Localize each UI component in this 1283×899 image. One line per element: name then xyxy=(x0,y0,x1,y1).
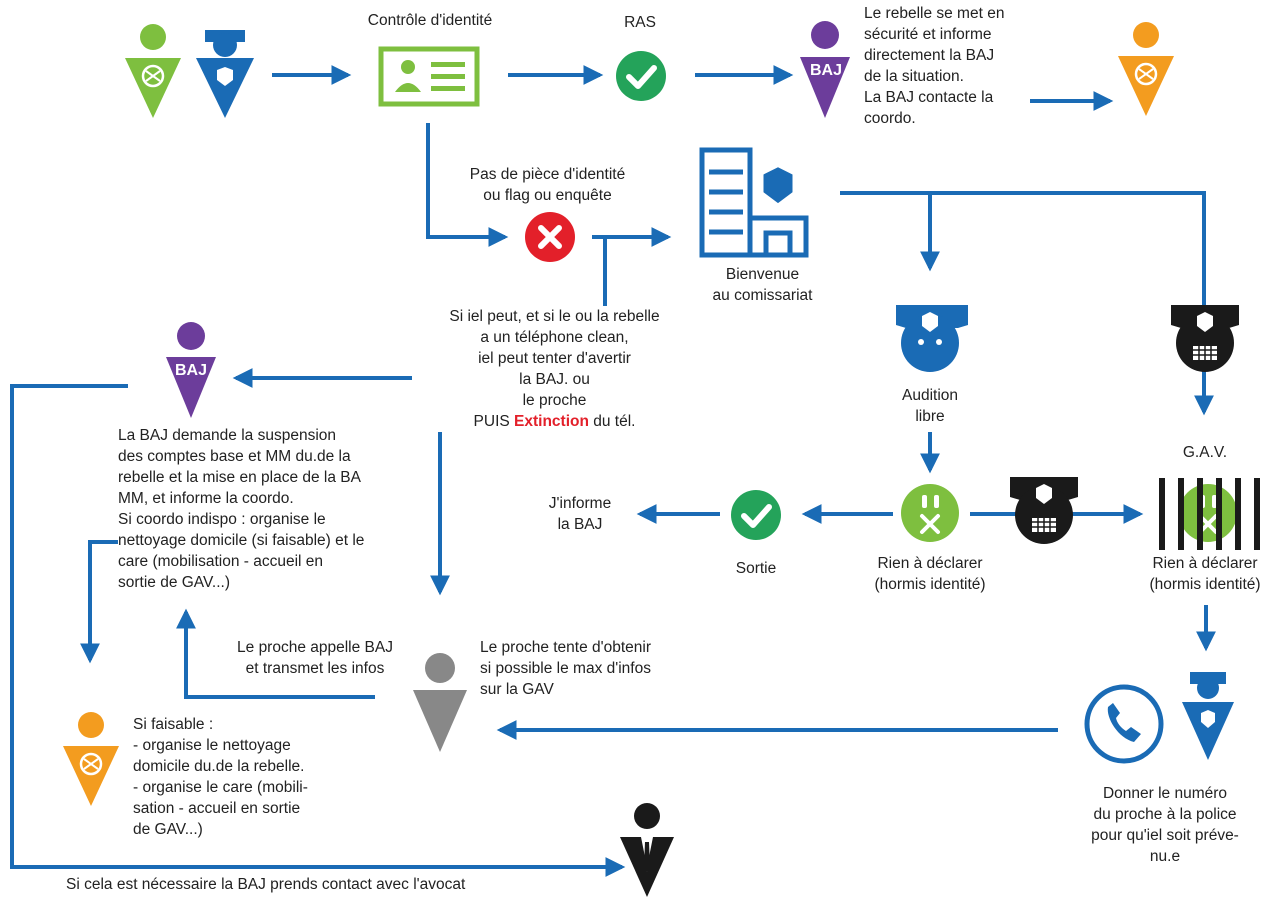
label-proche-tente: Le proche tente d'obtenir si possible le… xyxy=(480,639,651,698)
jailed-rebel-icon xyxy=(1159,478,1260,550)
label-ras: RAS xyxy=(624,14,656,31)
coordo-orange-icon xyxy=(1118,22,1174,116)
label-proche-appelle: Le proche appelle BAJ et transmet les in… xyxy=(237,639,393,677)
rebel-green-icon xyxy=(125,24,181,118)
proche-person-icon xyxy=(413,653,467,752)
police-officer-icon xyxy=(196,30,254,118)
cross-icon xyxy=(525,212,575,262)
check-icon xyxy=(616,51,666,101)
label-audition: Audition libre xyxy=(901,387,958,425)
arrow-baj-to-avocat xyxy=(10,384,626,877)
baj-badge: BAJ xyxy=(174,362,207,379)
lawyer-icon xyxy=(620,803,674,897)
label-si-iel-peut: Si iel peut, et si le ou la rebelle a un… xyxy=(412,306,697,432)
coordo-orange-icon xyxy=(63,712,119,806)
label-rebelle-informe: Le rebelle se met en sécurité et informe… xyxy=(864,5,1005,127)
label-controle: Contrôle d'identité xyxy=(367,12,493,29)
label-rien-2: Rien à déclarer (hormis identité) xyxy=(1130,553,1280,595)
police-station-icon xyxy=(699,147,809,258)
id-card-icon xyxy=(378,46,480,107)
label-rien-1: Rien à déclarer (hormis identité) xyxy=(874,555,986,593)
police-audition-icon xyxy=(896,305,968,372)
label-si-faisable: Si faisable : - organise le nettoyage do… xyxy=(133,716,308,838)
label-baj-demande: La BAJ demande la suspension des comptes… xyxy=(118,425,428,593)
label-pas-piece: Pas de pièce d'identité ou flag ou enquê… xyxy=(469,166,626,204)
label-bienvenue: Bienvenue au comissariat xyxy=(712,266,813,304)
arrow-control-to-x xyxy=(426,123,509,247)
label-jinforme: J'informe la BAJ xyxy=(548,495,612,533)
extinction-highlight: Extinction xyxy=(514,413,589,430)
arrow-station-split xyxy=(840,191,1214,416)
police-gav-icon xyxy=(1171,305,1239,372)
phone-icon xyxy=(1084,684,1164,764)
check-icon xyxy=(731,490,781,540)
label-donner-numero: Donner le numéro du proche à la police p… xyxy=(1091,785,1239,865)
arrow-proche-up xyxy=(176,608,375,699)
label-sortie: Sortie xyxy=(735,560,777,577)
label-gav: G.A.V. xyxy=(1170,442,1240,463)
label-avocat: Si cela est nécessaire la BAJ prends con… xyxy=(66,876,466,893)
rebel-calm-icon xyxy=(901,484,959,542)
arrow-baj-to-coordo2 xyxy=(80,540,120,664)
baj-person-icon xyxy=(800,21,850,118)
baj-person-icon xyxy=(166,322,216,418)
police-gav-icon xyxy=(1010,477,1078,544)
baj-badge: BAJ xyxy=(809,62,842,79)
police-officer-icon xyxy=(1182,672,1234,760)
